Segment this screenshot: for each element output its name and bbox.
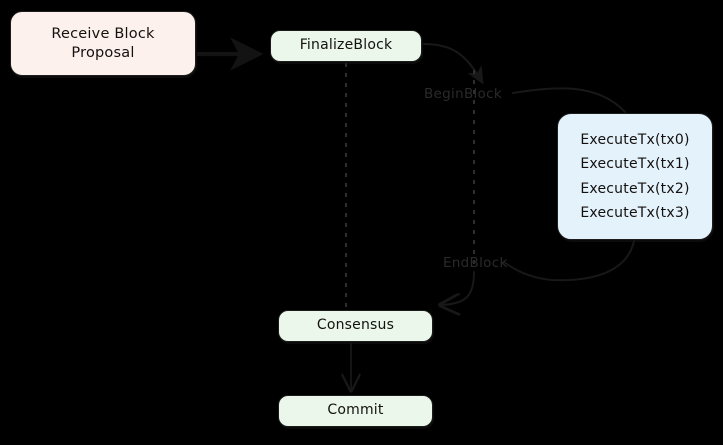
edge-label-end-block: EndBlock: [443, 255, 508, 271]
node-commit[interactable]: Commit: [278, 395, 433, 427]
node-receive-block-proposal[interactable]: Receive Block Proposal: [10, 11, 196, 76]
edge-finalize-to-beginblock: [423, 43, 484, 85]
edge-executetx-to-endblock: [503, 240, 635, 282]
edge-label-begin-block: BeginBlock: [424, 86, 502, 102]
edge-beginblock-to-executetx: [512, 87, 626, 113]
node-finalize-block[interactable]: FinalizeBlock: [270, 30, 422, 62]
edge-endblock-to-consensus: [441, 271, 475, 305]
node-consensus[interactable]: Consensus: [278, 310, 433, 342]
node-execute-tx[interactable]: ExecuteTx(tx0) ExecuteTx(tx1) ExecuteTx(…: [557, 113, 713, 240]
